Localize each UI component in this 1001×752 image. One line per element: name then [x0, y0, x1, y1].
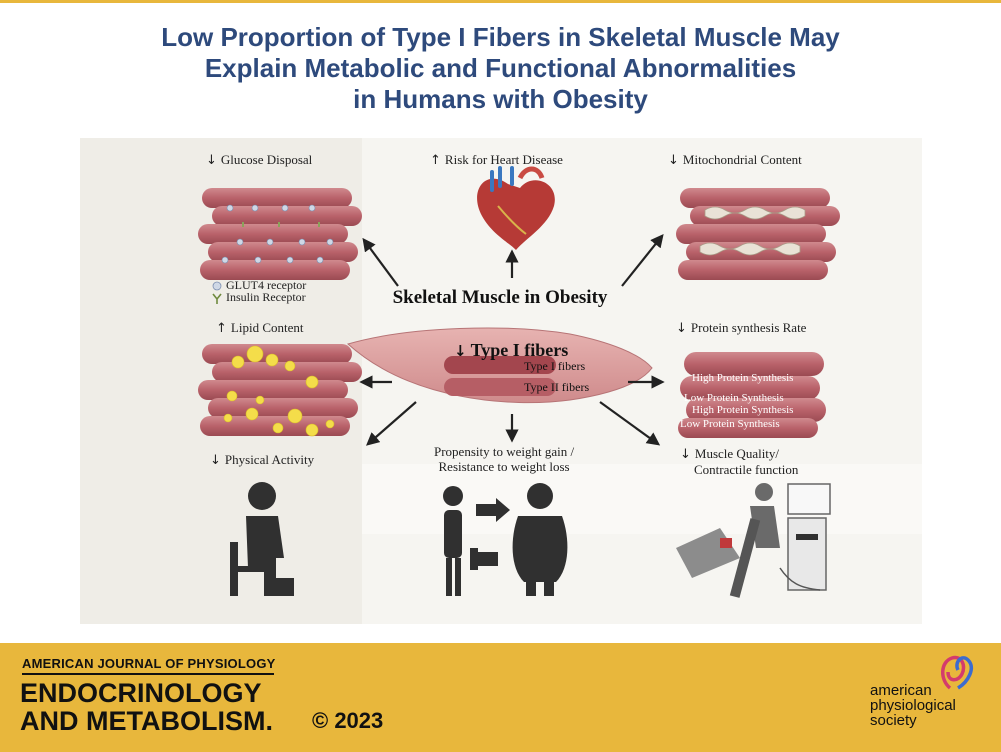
physical-activity-label: ↓Physical Activity — [210, 452, 315, 468]
protein-label-3: High Protein Synthesis — [692, 404, 794, 416]
center-effect: ↓Type I fibers — [454, 340, 569, 360]
publisher-name: american physiological society — [870, 682, 956, 729]
glucose-muscle-fibers — [198, 188, 362, 280]
copyright: © 2023 — [312, 708, 384, 733]
lipid-muscle-fibers — [198, 344, 362, 437]
protein-synthesis-label: ↓Protein synthesis Rate — [676, 320, 807, 336]
diagram-panel: ↓Glucose Disposal ↑Risk for Heart Diseas… — [80, 138, 922, 624]
lipid-content-label: ↑Lipid Content — [216, 320, 304, 336]
protein-label-4: Low Protein Synthesis — [680, 418, 780, 430]
muscle-quality-label: ↓Muscle Quality/Contractile function — [680, 446, 799, 477]
weight-gain-illustration — [443, 483, 568, 596]
protein-label-1: High Protein Synthesis — [692, 372, 794, 384]
center-title: Skeletal Muscle in Obesity — [392, 287, 608, 308]
weight-gain-label: Propensity to weight gain /Resistance to… — [434, 444, 575, 474]
dynamometer-illustration — [676, 483, 831, 598]
top-rule — [0, 0, 1001, 3]
fiber-type-1-label: Type I fibers — [524, 359, 586, 373]
diagram-illustration — [198, 166, 840, 598]
protein-label-2: Low Protein Synthesis — [684, 392, 784, 404]
journal-divider — [22, 673, 274, 675]
glucose-disposal-label: ↓Glucose Disposal — [206, 152, 313, 168]
effect-arrows — [359, 233, 665, 446]
mitochondria-muscle-fibers — [676, 188, 840, 280]
seated-person-icon — [230, 482, 294, 596]
protein-muscle-fibers — [678, 352, 826, 438]
page-title: Low Proportion of Type I Fibers in Skele… — [0, 22, 1001, 115]
legend-glut4: GLUT4 receptor — [226, 278, 307, 292]
journal-name: ENDOCRINOLOGY AND METABOLISM. — [20, 678, 273, 736]
title-line-2: Explain Metabolic and Functional Abnorma… — [204, 53, 797, 83]
legend-insulin: Insulin Receptor — [226, 290, 306, 304]
legend-icons — [212, 281, 222, 304]
central-muscle-spindle — [346, 327, 653, 404]
journal-footer — [0, 643, 1001, 752]
mitochondrial-label: ↓Mitochondrial Content — [668, 152, 802, 168]
journal-series-label: AMERICAN JOURNAL OF PHYSIOLOGY — [22, 656, 276, 671]
heart-illustration — [477, 166, 555, 250]
fiber-type-2-label: Type II fibers — [524, 380, 590, 394]
title-line-3: in Humans with Obesity — [353, 84, 648, 114]
heart-disease-label: ↑Risk for Heart Disease — [430, 152, 563, 168]
title-line-1: Low Proportion of Type I Fibers in Skele… — [161, 22, 840, 52]
aps-logo-icon — [941, 655, 973, 690]
